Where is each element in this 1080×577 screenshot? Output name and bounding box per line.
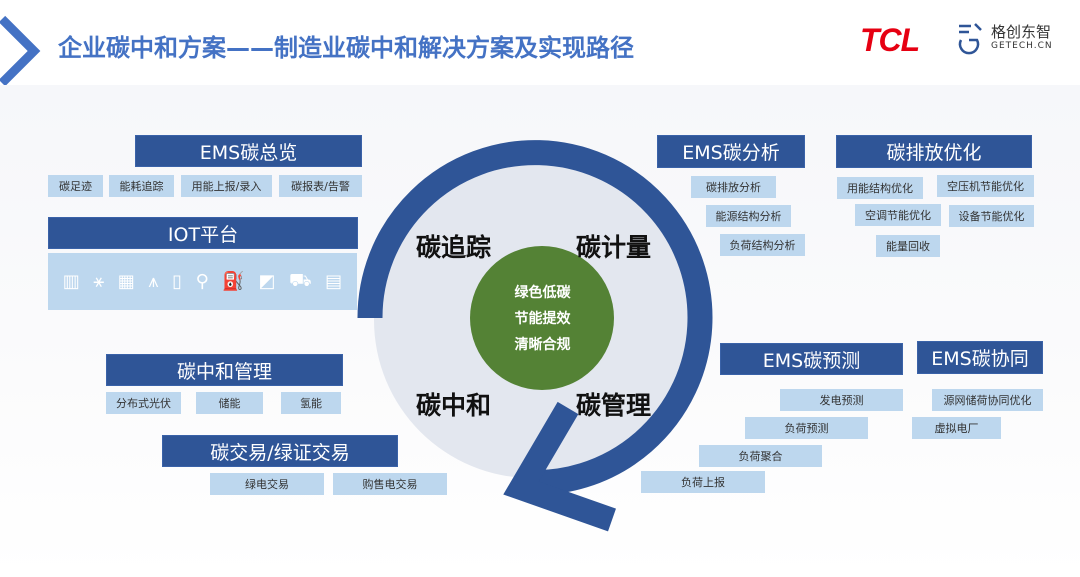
quadrant-carbon-tracking: 碳追踪 bbox=[416, 233, 492, 262]
gas-cylinders-icon: ▯ bbox=[172, 271, 182, 292]
ems-overview-item: 能耗追踪 bbox=[109, 175, 174, 197]
ems-analysis-item: 能源结构分析 bbox=[706, 205, 791, 227]
getech-cn-text: 格创东智 bbox=[991, 23, 1052, 41]
iot-icons-panel: ▥ ⚹ ▦ ⩚ ▯ ⚲ ⛽ ◩ ⛟ ▤ bbox=[48, 253, 357, 310]
neutral-management-item: 氢能 bbox=[281, 392, 341, 414]
quadrant-carbon-management: 碳管理 bbox=[576, 391, 652, 420]
ems-analysis-item: 碳排放分析 bbox=[691, 176, 776, 198]
meter-icon: ◩ bbox=[258, 271, 276, 292]
quadrant-carbon-neutral: 碳中和 bbox=[416, 391, 492, 420]
solar-panel-icon: ▦ bbox=[117, 271, 135, 292]
ems-analysis-header: EMS碳分析 bbox=[657, 135, 805, 168]
building-icon: ▤ bbox=[325, 271, 343, 292]
ems-synergy-header: EMS碳协同 bbox=[917, 341, 1043, 374]
wind-turbine-icon: ⚹ bbox=[93, 271, 105, 292]
power-tower-icon: ⩚ bbox=[148, 271, 159, 292]
center-circle bbox=[470, 246, 614, 390]
cycle-arrow-arc bbox=[357, 140, 713, 496]
ems-analysis-item: 负荷结构分析 bbox=[720, 234, 805, 256]
emission-optimization-item: 用能结构优化 bbox=[837, 177, 923, 199]
neutral-management-header: 碳中和管理 bbox=[106, 354, 343, 386]
truck-icon: ⛟ bbox=[288, 269, 312, 291]
page-title: 企业碳中和方案——制造业碳中和解决方案及实现路径 bbox=[58, 34, 634, 62]
emission-optimization-item: 空压机节能优化 bbox=[937, 175, 1034, 197]
emission-optimization-item: 能量回收 bbox=[876, 235, 940, 257]
ems-synergy-item: 虚拟电厂 bbox=[912, 417, 1001, 439]
tcl-logo: TCL bbox=[860, 22, 920, 58]
cycle-arrowhead-icon bbox=[503, 401, 616, 532]
ems-forecast-item: 负荷聚合 bbox=[699, 445, 822, 467]
neutral-management-item: 分布式光伏 bbox=[106, 392, 181, 414]
neutral-management-item: 储能 bbox=[196, 392, 263, 414]
carbon-trading-item: 绿电交易 bbox=[210, 473, 324, 495]
factory-icon: ▥ bbox=[62, 271, 80, 292]
center-line: 清晰合规 bbox=[514, 337, 571, 353]
quadrant-carbon-measurement: 碳计量 bbox=[576, 233, 652, 262]
ems-overview-header: EMS碳总览 bbox=[135, 135, 362, 167]
iot-platform-header: IOT平台 bbox=[48, 217, 358, 249]
center-line: 节能提效 bbox=[514, 311, 571, 327]
carbon-trading-item: 购售电交易 bbox=[333, 473, 447, 495]
ems-overview-item: 碳报表/告警 bbox=[279, 175, 362, 197]
street-lamp-icon: ⚲ bbox=[195, 271, 209, 292]
getech-mark-icon bbox=[958, 23, 982, 55]
ems-synergy-item: 源网储荷协同优化 bbox=[932, 389, 1043, 411]
emission-optimization-item: 空调节能优化 bbox=[855, 204, 941, 226]
emission-optimization-item: 设备节能优化 bbox=[949, 205, 1034, 227]
center-text: 绿色低碳 节能提效 清晰合规 bbox=[470, 280, 615, 358]
getech-logo: 格创东智 GETECH.CN bbox=[955, 20, 1065, 56]
ems-forecast-item: 负荷上报 bbox=[641, 471, 765, 493]
ems-overview-item: 用能上报/录入 bbox=[181, 175, 272, 197]
emission-optimization-header: 碳排放优化 bbox=[836, 135, 1032, 168]
ems-overview-item: 碳足迹 bbox=[48, 175, 103, 197]
center-line: 绿色低碳 bbox=[514, 285, 571, 301]
getech-en-text: GETECH.CN bbox=[991, 41, 1053, 51]
carbon-trading-header: 碳交易/绿证交易 bbox=[162, 435, 398, 467]
chevron-decoration-icon bbox=[0, 15, 41, 85]
fuel-pump-icon: ⛽ bbox=[222, 271, 245, 292]
ems-forecast-item: 负荷预测 bbox=[745, 417, 868, 439]
ems-forecast-header: EMS碳预测 bbox=[720, 343, 903, 375]
ems-forecast-item: 发电预测 bbox=[780, 389, 903, 411]
